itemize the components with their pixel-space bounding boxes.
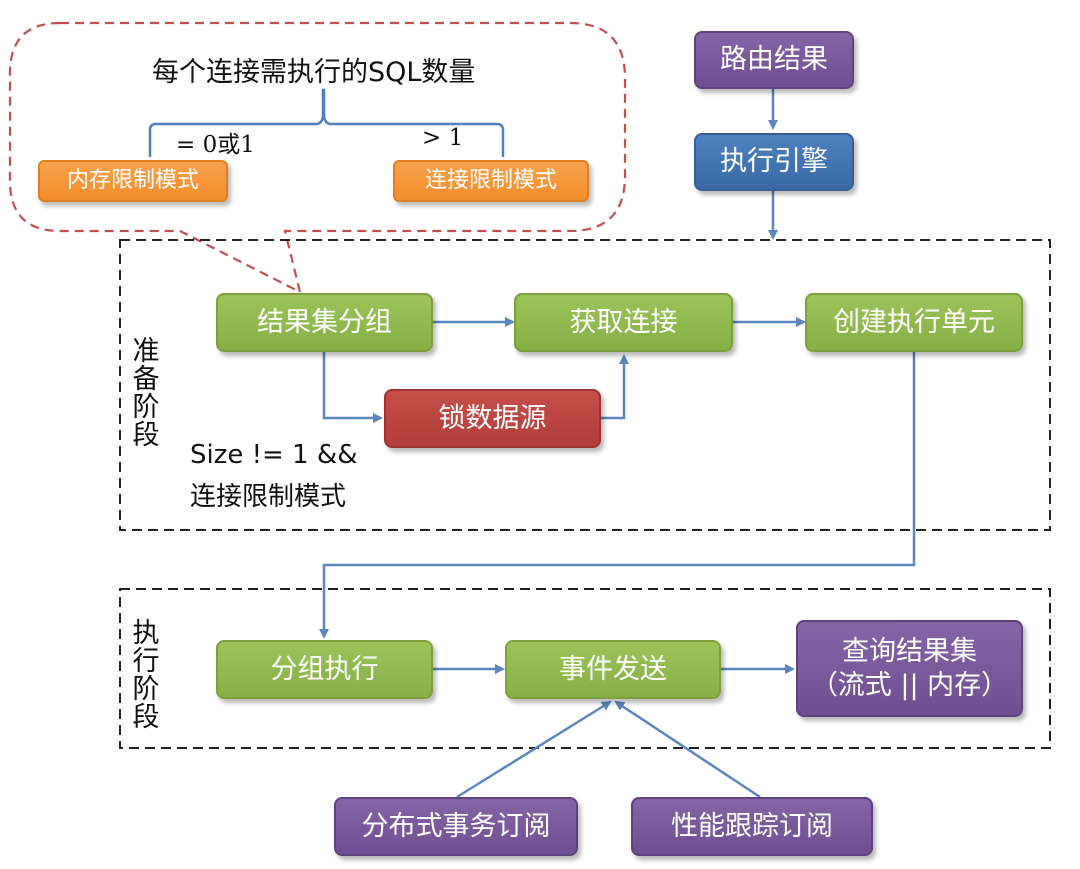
perf-tracing-subscription-box: 性能跟踪订阅	[631, 797, 873, 856]
memory-limit-mode-box: 内存限制模式	[38, 160, 228, 202]
arrow-lock-to-acquire	[601, 354, 629, 420]
query-result-line2: （流式 || 内存）	[810, 669, 1009, 701]
condition-greater-one: > 1	[422, 125, 464, 151]
routing-result-box: 路由结果	[694, 31, 854, 89]
condition-zero-or-one: = 0或1	[176, 132, 255, 158]
group-execute-box: 分组执行	[216, 640, 433, 699]
execute-phase-frame	[119, 588, 1051, 749]
condition-brace	[148, 88, 505, 157]
query-result-set-box: 查询结果集 （流式 || 内存）	[796, 620, 1023, 717]
event-send-box: 事件发送	[505, 640, 721, 699]
group-results-box: 结果集分组	[216, 293, 433, 352]
execute-phase-label: 执行阶段	[132, 618, 160, 733]
query-result-line1: 查询结果集	[842, 635, 977, 667]
arrow-perf-to-event	[614, 700, 761, 799]
prepare-phase-label: 准备阶段	[132, 336, 160, 451]
arrow-create-to-group-execute	[319, 352, 916, 639]
distributed-tx-subscription-box: 分布式事务订阅	[334, 797, 578, 856]
arrow-tx-to-event	[456, 700, 612, 799]
arrow-group-to-lock	[322, 352, 383, 423]
prepare-phase-frame	[119, 239, 1051, 531]
create-execution-unit-box: 创建执行单元	[805, 293, 1023, 352]
lock-condition-line1: Size != 1 &&	[190, 440, 358, 470]
connection-limit-mode-box: 连接限制模式	[393, 160, 589, 202]
bubble-title: 每个连接需执行的SQL数量	[152, 57, 476, 88]
lock-datasource-box: 锁数据源	[384, 389, 601, 448]
execution-engine-box: 执行引擎	[694, 133, 854, 191]
callout-bubble	[8, 21, 627, 295]
acquire-connection-box: 获取连接	[514, 293, 733, 352]
lock-condition-line2: 连接限制模式	[190, 482, 347, 512]
